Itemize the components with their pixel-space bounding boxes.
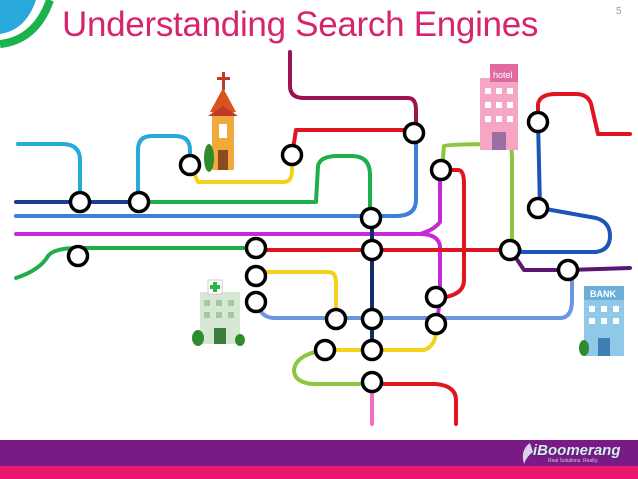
station [127,190,151,214]
green-line [138,154,372,218]
station [402,121,426,145]
boomerang-icon [522,443,533,464]
station [429,158,453,182]
slide-number: 5 [616,6,622,17]
purple-right-line [510,250,632,272]
footer-accent-band [0,466,638,479]
corner-arc-decoration [0,0,54,48]
brand-tagline: Real Solutions. Realty. [548,458,599,464]
station [526,110,550,134]
station [280,143,304,167]
station [424,312,448,336]
green-lower-line [14,246,258,280]
subway-map: hotel BANK [14,50,632,426]
hotel-icon: hotel [480,64,518,150]
station [66,244,90,268]
slide-title: Understanding Search Engines [62,5,539,44]
station [313,338,337,362]
church-blue-line [136,134,192,204]
bank-icon: BANK [579,286,624,356]
station [556,258,580,282]
footer-band [0,440,638,466]
brand-name: iBoomerang [533,442,621,459]
station [526,196,550,220]
hospital-icon [192,279,245,346]
station [360,338,384,362]
boomerang-logo: iBoomerang Real Solutions. Realty. [518,440,636,468]
red-far-right-line [536,92,632,136]
station [498,238,522,262]
light-green-bottom-line [292,348,374,386]
periwinkle-line [254,268,574,320]
red-top-line [290,128,418,157]
red-right-line [436,168,466,300]
yellow-line [188,153,294,184]
magenta-branch [418,170,442,236]
bank-sign: BANK [590,289,616,299]
blue-line [14,131,418,218]
station [68,190,92,214]
station [244,264,268,288]
maroon-line [288,50,418,135]
station [244,290,268,314]
station [360,370,384,394]
station [360,307,384,331]
light-blue-line [16,142,82,202]
station [244,236,268,260]
station [324,307,348,331]
station [359,206,383,230]
station [360,238,384,262]
red-bottom-line [370,382,458,426]
station [424,285,448,309]
hotel-sign: hotel [493,70,513,80]
church-icon [204,72,238,172]
station [178,153,202,177]
light-green-line [440,142,514,252]
yellow-lower-line [254,270,338,320]
blue-right-line [510,118,612,254]
